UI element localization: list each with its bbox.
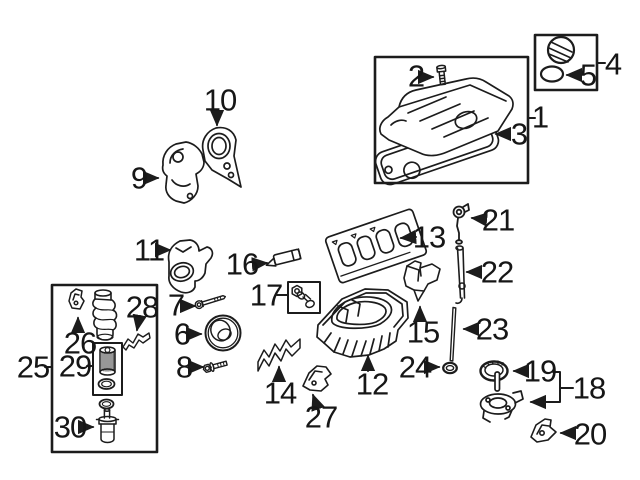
valve-cover-bolt-drawing	[436, 64, 447, 86]
callout-label-16: 16	[225, 246, 259, 282]
gasket-strip-drawing	[257, 338, 301, 372]
filter-element-drawing	[97, 346, 116, 390]
callout-label-18: 18	[572, 370, 606, 406]
leader-13	[399, 229, 417, 245]
filter-drain-plug-drawing	[95, 408, 120, 444]
callout-label-17: 17	[249, 277, 283, 313]
callout-label-28: 28	[125, 289, 159, 325]
short-bolt-drawing	[202, 360, 228, 374]
filler-cap-seal-drawing	[539, 65, 565, 83]
valve-cover-drawing	[378, 77, 514, 157]
callout-label-27: 27	[304, 399, 338, 435]
lower-timing-cover-drawing	[167, 239, 214, 294]
callout-label-24: 24	[398, 349, 432, 385]
oil-pump-drawing	[479, 371, 524, 423]
upper-timing-cover-drawing	[161, 141, 205, 204]
dipstick-tube-drawing	[455, 245, 466, 305]
housing-o-ring-drawing	[98, 398, 115, 410]
callout-label-11: 11	[133, 232, 165, 268]
callout-label-2: 2	[407, 58, 425, 94]
callout-label-8: 8	[175, 349, 193, 385]
callout-label-9: 9	[130, 160, 148, 196]
leader-27	[311, 393, 325, 412]
lower-bracket-drawing	[302, 365, 332, 392]
callout-label-23: 23	[475, 311, 509, 347]
callout-label-12: 12	[355, 366, 389, 402]
leader-28	[132, 313, 147, 332]
callout-label-21: 21	[481, 202, 515, 238]
filter-element-kit-box	[92, 342, 123, 396]
retainer-clip-drawing	[122, 332, 151, 351]
pump-bracket-drawing	[530, 418, 557, 443]
callout-label-1: 1	[531, 99, 549, 135]
callout-label-6: 6	[173, 316, 191, 352]
callout-label-25: 25	[16, 349, 50, 385]
oil-pan-drawing	[316, 288, 409, 358]
callout-label-20: 20	[573, 416, 607, 452]
drain-plug-kit-box	[287, 281, 321, 314]
callout-label-4: 4	[604, 46, 622, 82]
long-bolt-drawing	[194, 294, 227, 310]
drain-plug-drawing	[291, 284, 315, 309]
callout-label-26: 26	[63, 325, 97, 361]
callout-label-19: 19	[523, 353, 557, 389]
callout-label-3: 3	[510, 116, 528, 152]
filter-housing-kit-box	[50, 283, 159, 454]
callout-label-22: 22	[480, 254, 514, 290]
valve-cover-kit-box	[373, 55, 530, 185]
callout-label-30: 30	[53, 409, 87, 445]
timing-gasket-plate-drawing	[201, 126, 242, 188]
filter-bracket-drawing	[68, 288, 85, 310]
callout-label-13: 13	[412, 219, 446, 255]
filter-housing-drawing	[92, 289, 118, 341]
leader-21	[470, 212, 488, 227]
callout-label-7: 7	[167, 287, 185, 323]
dipstick-drawing	[449, 306, 457, 362]
callout-leader-lines	[44, 62, 606, 441]
callout-label-10: 10	[203, 82, 237, 118]
callout-label-14: 14	[263, 375, 297, 411]
tube-o-ring-drawing	[442, 361, 458, 375]
callout-label-15: 15	[406, 314, 440, 350]
oil-pan-baffle-gasket-drawing	[324, 208, 428, 284]
callout-label-5: 5	[579, 57, 597, 93]
pump-seal-ring-drawing	[479, 360, 509, 382]
oil-filler-cap-drawing	[546, 35, 576, 65]
sealant-tube-drawing	[265, 248, 302, 267]
support-bracket-drawing	[403, 260, 441, 302]
leader-16	[251, 257, 269, 272]
callout-label-29: 29	[58, 348, 92, 384]
crankshaft-pulley-drawing	[204, 314, 242, 352]
dipstick-handle-drawing	[452, 203, 470, 245]
